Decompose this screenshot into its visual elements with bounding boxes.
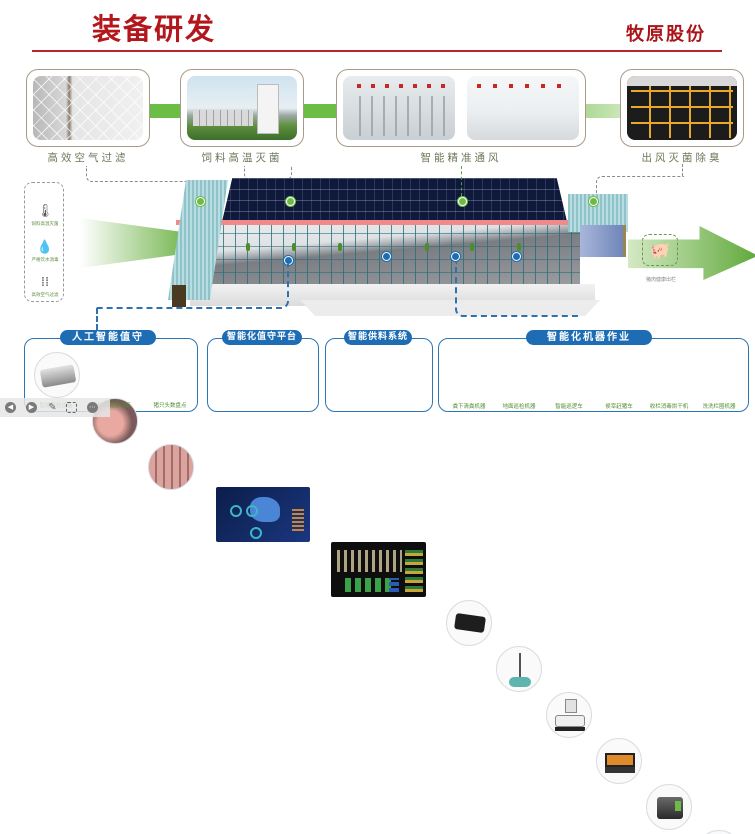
manure-robot-image — [446, 600, 492, 646]
roof-edge-band — [176, 220, 616, 225]
prev-icon[interactable]: ◀ — [5, 402, 16, 413]
step-feed-photo — [180, 69, 304, 147]
step-label: 智能精准通风 — [420, 152, 502, 164]
pig-marker — [338, 243, 342, 251]
pen-image-2 — [467, 76, 579, 140]
pig-icon: 🐖 — [642, 234, 678, 266]
item-caption: 侯宰赶猪车 — [605, 404, 633, 410]
header-divider — [32, 50, 722, 52]
inflow-arrow — [80, 218, 190, 268]
item-caption: 收栏消毒烘干机 — [649, 404, 689, 410]
company-brand: 牧原股份 — [626, 24, 706, 45]
item-caption: 粪下清粪机器 — [452, 404, 486, 410]
section-title: 人工智能值守 — [60, 330, 156, 345]
section-title: 智能化值守平台 — [222, 330, 302, 345]
item-caption: 猪只头数盘点 — [153, 403, 187, 409]
step-label: 饲料高温灭菌 — [201, 152, 283, 164]
more-icon[interactable]: ⋯ — [87, 402, 98, 413]
exhaust-chamber — [580, 225, 626, 257]
platform-panel — [207, 338, 319, 412]
pig-marker — [246, 243, 250, 251]
item-caption: 智能巡逻车 — [555, 404, 583, 410]
air-filter-image — [33, 76, 143, 140]
pen-image-1 — [343, 76, 455, 140]
process-connector — [296, 104, 346, 118]
air-filter-icon: ⁞⁞ — [40, 275, 50, 290]
panel-item-label: 严格饮水消毒 — [31, 258, 59, 263]
step-label: 高效空气过滤 — [47, 152, 129, 164]
pen-icon[interactable]: ✎ — [48, 402, 57, 413]
fullscreen-icon[interactable] — [66, 402, 77, 413]
process-connector — [578, 104, 626, 118]
item-caption: 地面巡检机器 — [502, 404, 536, 410]
hygiene-icon-panel: 🌡 饲料高温灭菌 💧 严格饮水消毒 ⁞⁞ 高效空气过滤 — [24, 182, 64, 302]
exhaust-image — [627, 76, 737, 140]
hotspot-feeding[interactable] — [451, 252, 460, 261]
feed-mill-image — [187, 76, 297, 140]
pig-marker — [425, 243, 429, 251]
pig-marker — [470, 243, 474, 251]
section-title: 智能化机器作业 — [526, 330, 652, 345]
panel-item-label: 饲料高温灭菌 — [31, 222, 59, 227]
leader-line — [461, 166, 462, 196]
monitoring-dashboard-screen — [216, 487, 310, 542]
hotspot-air-filter[interactable] — [196, 197, 205, 206]
leader-line — [596, 176, 684, 200]
leader-line — [96, 264, 289, 309]
outflow-label: 猪肉健康出栏 — [645, 277, 676, 283]
thermometer-icon: 🌡 — [36, 204, 54, 219]
step-ventilation-photo — [336, 69, 586, 147]
step-label: 出风灭菌除臭 — [641, 152, 723, 164]
pig-marker — [292, 243, 296, 251]
process-connector — [142, 104, 192, 118]
feeding-panel — [325, 338, 433, 412]
pig-driving-cart-image — [596, 738, 642, 784]
leader-line — [86, 166, 206, 182]
inspection-robot-image — [496, 646, 542, 692]
leader-line — [244, 166, 292, 180]
page-title: 装备研发 — [92, 12, 217, 46]
disinfection-dryer-image — [646, 784, 692, 830]
feeding-system-screen — [331, 542, 426, 597]
step-air-filter-photo — [26, 69, 150, 147]
next-icon[interactable]: ▶ — [26, 402, 37, 413]
section-title: 智能供料系统 — [344, 330, 412, 345]
robots-panel — [438, 338, 749, 412]
panel-item-label: 高效空气过滤 — [31, 293, 59, 298]
hotspot-exhaust[interactable] — [589, 197, 598, 206]
solar-roof — [222, 178, 567, 222]
hotspot-robots[interactable] — [512, 252, 521, 261]
leader-line — [455, 262, 581, 317]
pig-counting-image — [148, 444, 194, 490]
water-drop-icon: 💧 — [36, 240, 54, 255]
step-exhaust-photo — [620, 69, 744, 147]
hotspot-ventilation[interactable] — [458, 197, 467, 206]
intake-filter-post — [172, 285, 186, 307]
leader-line — [96, 308, 98, 330]
pig-marker — [517, 243, 521, 251]
leader-line — [682, 164, 683, 176]
hotspot-feed[interactable] — [286, 197, 295, 206]
barn-floor — [300, 300, 600, 316]
hotspot-platform[interactable] — [382, 252, 391, 261]
item-caption: 洗洗栏圈机器 — [702, 404, 736, 410]
item-caption: 精准健康诊断 — [97, 403, 131, 409]
pen-washing-robot-image — [696, 830, 742, 834]
patrol-vehicle-image — [546, 692, 592, 738]
inspection-device-image — [34, 352, 80, 398]
